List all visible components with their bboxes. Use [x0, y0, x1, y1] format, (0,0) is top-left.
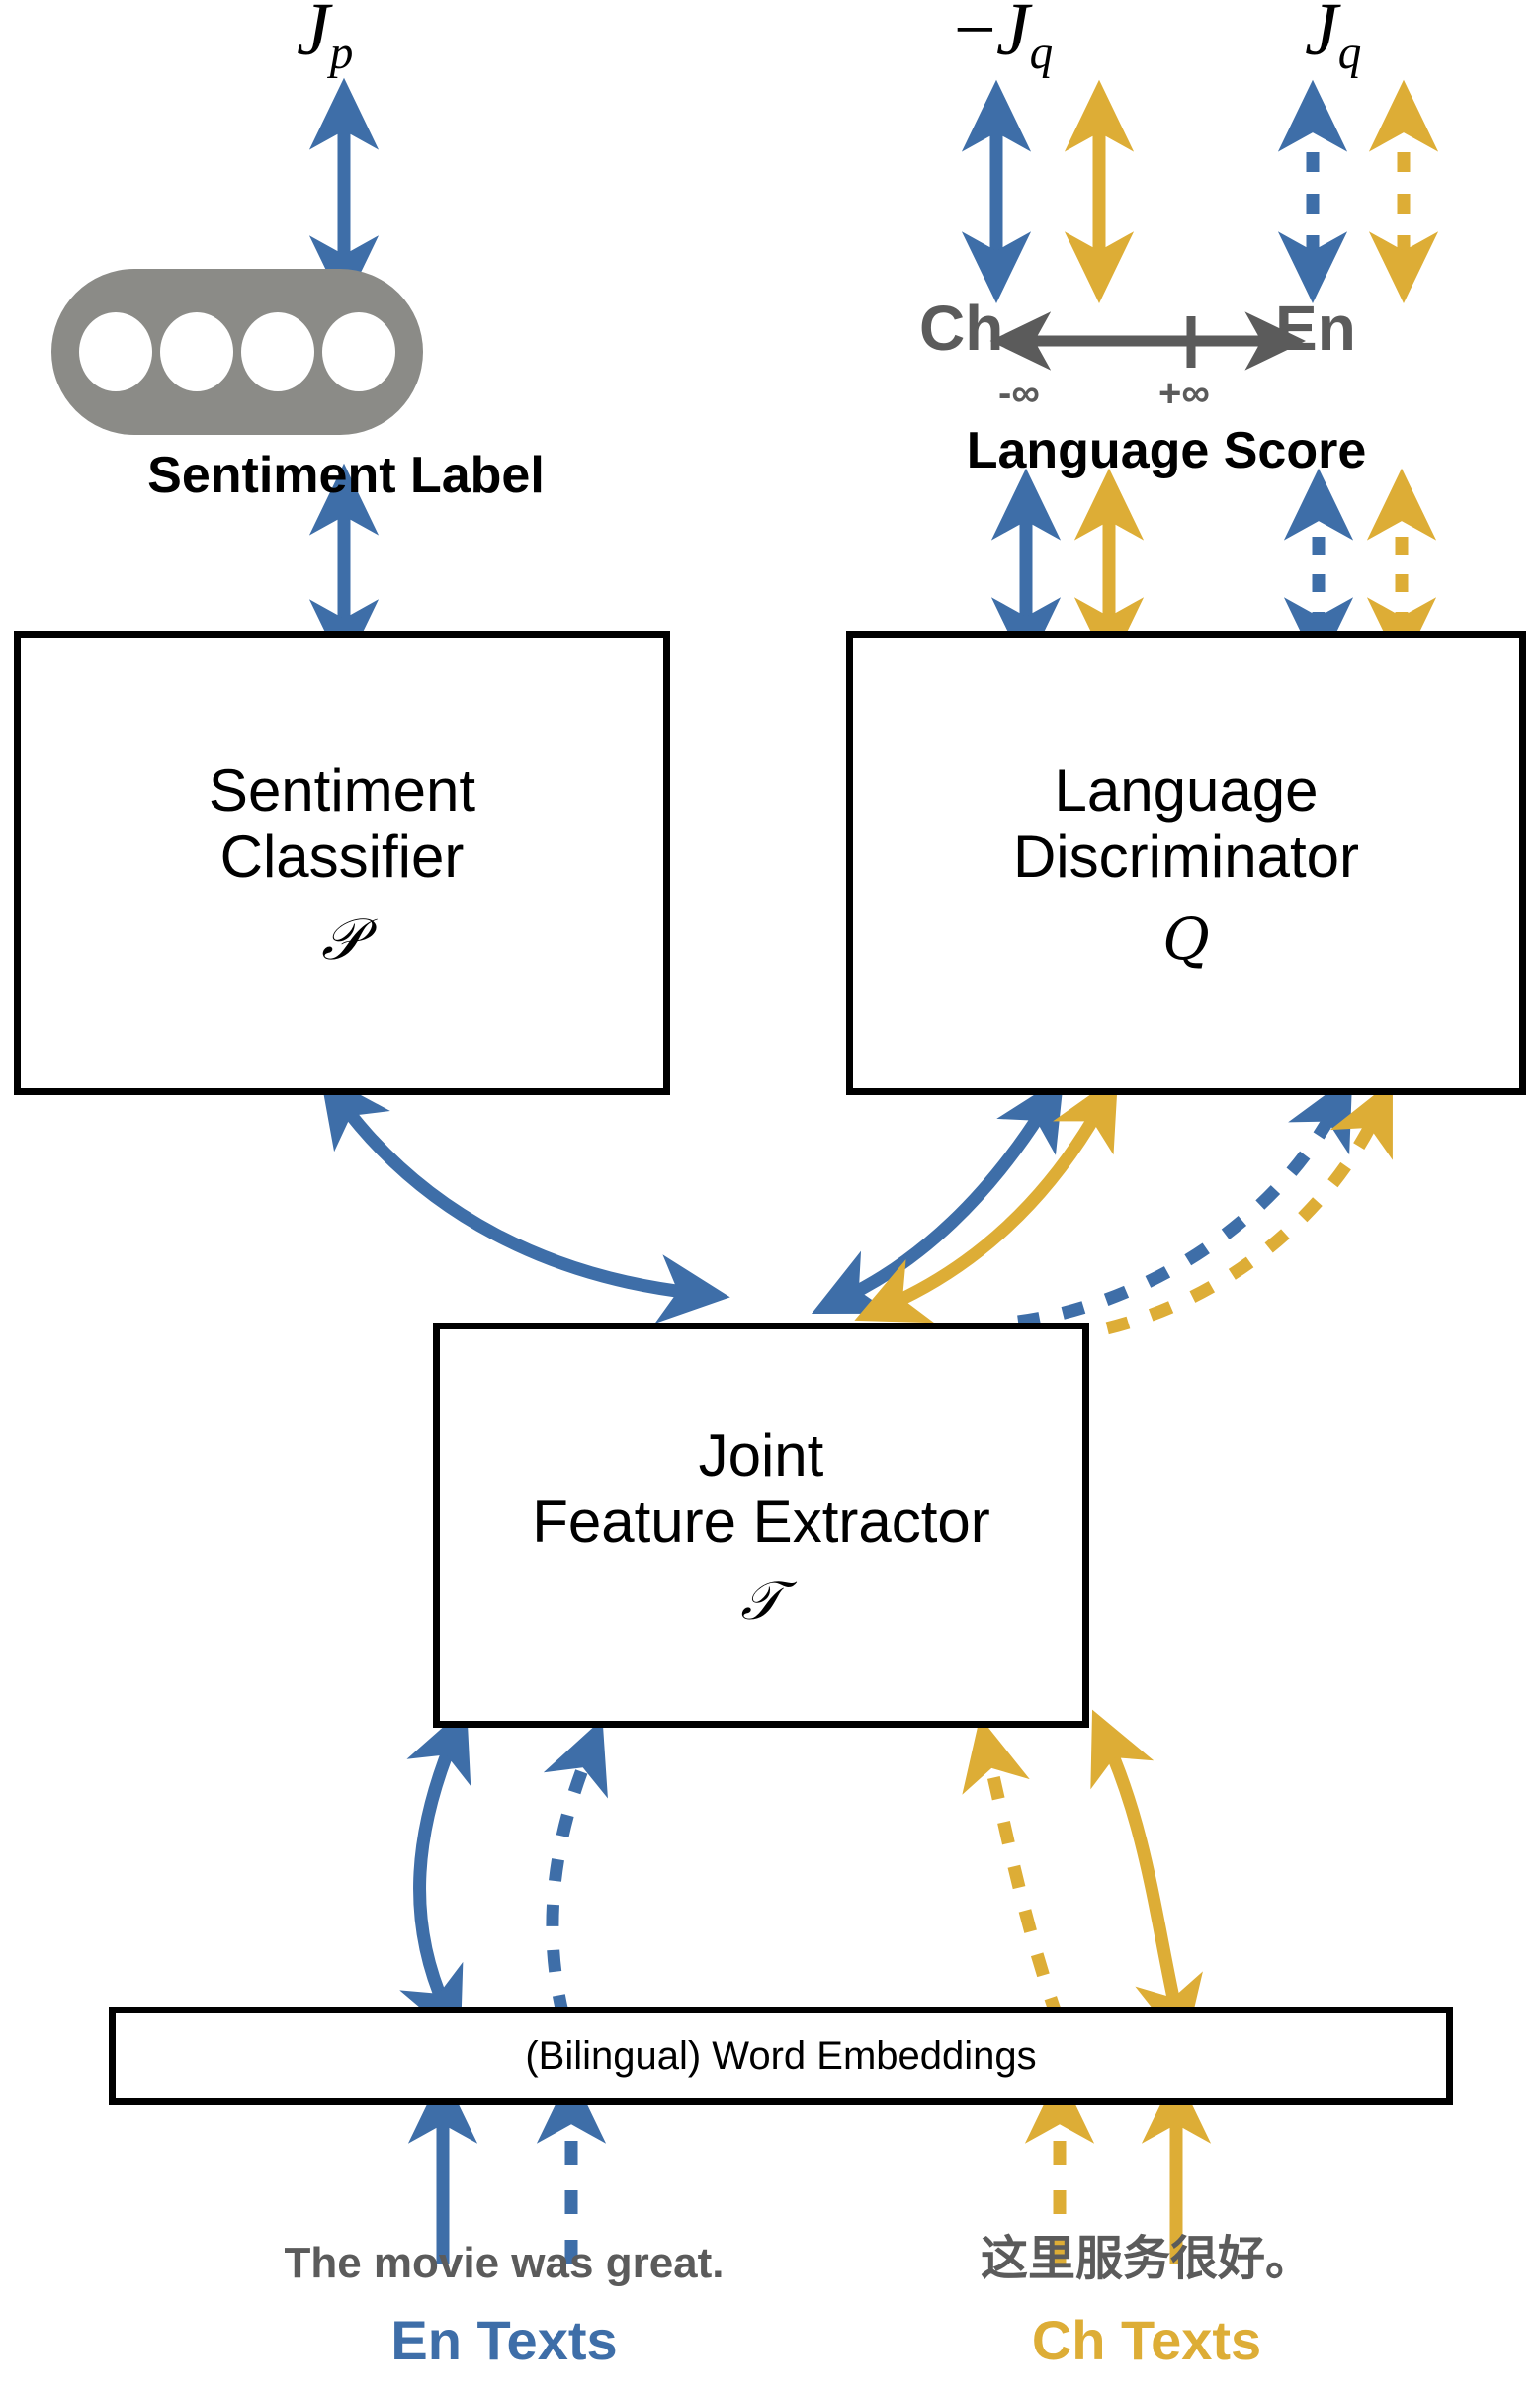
- language-score-caption: Language Score: [966, 422, 1367, 479]
- node-language-discriminator[interactable]: Language Discriminator 𝑄: [846, 631, 1526, 1095]
- joint-feature-extractor-symbol: 𝒯: [740, 1572, 782, 1632]
- word-embeddings-title: (Bilingual) Word Embeddings: [525, 2033, 1037, 2078]
- chinese-texts-label: Ch Texts: [1031, 2309, 1262, 2371]
- language-score-axis: [989, 311, 1307, 371]
- node-joint-feature-extractor[interactable]: Joint Feature Extractor 𝒯: [433, 1323, 1089, 1728]
- arrow-extractor-to-discriminator-blue-dashed: [1017, 1074, 1353, 1328]
- chinese-sample-text: 这里服务很好。: [980, 2233, 1313, 2285]
- english-sample-text: The movie was great.: [284, 2239, 725, 2287]
- language-axis-right-label: En: [1275, 293, 1356, 364]
- node-sentiment-classifier[interactable]: Sentiment Classifier 𝒫: [14, 631, 670, 1095]
- pill-dot-4: [322, 312, 395, 391]
- arrow-extractor-to-discriminator-yellow-dashed: [1062, 1079, 1393, 1343]
- sentiment-classifier-title: Sentiment Classifier: [208, 756, 476, 890]
- arrow-embeddings-to-extractor-en-dashed: [543, 1718, 608, 2018]
- english-texts-label: En Texts: [390, 2309, 618, 2371]
- language-axis-left-label: Ch: [919, 293, 1004, 364]
- language-axis-left-limit: -∞: [998, 372, 1040, 415]
- negative-language-loss-label: −Jq: [954, 0, 1054, 80]
- language-loss-label: Jq: [1305, 0, 1362, 80]
- sentiment-label-caption: Sentiment Label: [147, 447, 545, 504]
- sentiment-classifier-symbol: 𝒫: [321, 907, 363, 973]
- language-axis-right-limit: +∞: [1158, 372, 1210, 415]
- node-word-embeddings[interactable]: (Bilingual) Word Embeddings: [109, 2007, 1453, 2105]
- joint-feature-extractor-title: Joint Feature Extractor: [532, 1421, 990, 1555]
- pill-dot-2: [160, 312, 233, 391]
- pill-dot-1: [79, 312, 152, 391]
- arrow-embeddings-to-extractor-ch-dashed: [962, 1716, 1065, 2021]
- language-discriminator-title: Language Discriminator: [1012, 756, 1360, 890]
- arrow-discriminator-to-extractor-blue: [811, 1075, 1065, 1315]
- pill-dot-3: [241, 312, 314, 391]
- sentiment-label-pill: [51, 269, 423, 435]
- arrow-embeddings-to-extractor-en: [399, 1706, 471, 2042]
- arrow-classifier-to-extractor: [319, 1072, 730, 1324]
- arrow-embeddings-to-extractor-ch: [1090, 1709, 1203, 2050]
- language-discriminator-symbol: 𝑄: [1162, 907, 1210, 973]
- sentiment-loss-label: Jp: [297, 0, 354, 80]
- arrow-discriminator-to-extractor-yellow: [854, 1074, 1119, 1324]
